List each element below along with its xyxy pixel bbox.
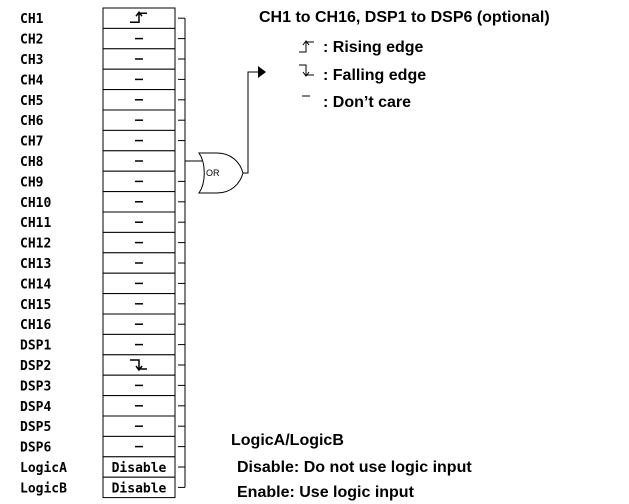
logic-note-enable: Enable: Use logic input	[237, 484, 415, 501]
channel-label: CH4	[20, 73, 44, 88]
channel-label: CH13	[20, 257, 51, 272]
output-arrow-icon	[258, 66, 266, 78]
channel-label: CH3	[20, 53, 43, 68]
channel-label: CH6	[20, 114, 44, 129]
channel-label: CH9	[20, 175, 43, 190]
or-gate	[198, 152, 244, 194]
channel-value-box	[102, 476, 176, 499]
channel-label: CH8	[20, 155, 44, 170]
channel-label: DSP4	[20, 400, 51, 415]
or-gate-label: OR	[206, 168, 220, 178]
channel-label: DSP1	[20, 339, 51, 354]
legend-rising: : Rising edge	[323, 39, 424, 56]
legend-falling: : Falling edge	[323, 67, 426, 84]
channel-label: LogicA	[20, 461, 67, 476]
logic-note-disable: Disable: Do not use logic input	[237, 459, 472, 476]
channel-label: CH1	[20, 12, 44, 27]
legend-dont-care: : Don’t care	[323, 94, 411, 111]
channel-label: DSP3	[20, 379, 51, 394]
channel-label: LogicB	[20, 481, 67, 496]
channel-label: CH15	[20, 298, 51, 313]
channel-rows: CH1CH2CH3CH4CH5CH6CH7CH8CH9CH10CH11CH12C…	[20, 7, 202, 499]
channel-label: CH11	[20, 216, 51, 231]
channel-label: CH7	[20, 135, 43, 150]
channel-state-text: Disable	[112, 481, 167, 496]
channel-label: CH5	[20, 94, 43, 109]
falling-edge-icon	[299, 64, 314, 77]
channel-label: DSP2	[20, 359, 51, 374]
channel-label: CH14	[20, 277, 51, 292]
rising-edge-icon	[299, 40, 314, 53]
logic-note-title: LogicA/LogicB	[231, 432, 344, 449]
channel-label: CH16	[20, 318, 51, 333]
channel-label: DSP6	[20, 441, 51, 456]
channel-label: CH2	[20, 33, 43, 48]
channel-state-text: Disable	[112, 461, 167, 476]
channel-label: DSP5	[20, 420, 51, 435]
channel-label: CH10	[20, 196, 51, 211]
or-output-wire	[243, 71, 258, 174]
legend-title: CH1 to CH16, DSP1 to DSP6 (optional)	[259, 9, 550, 26]
channel-label: CH12	[20, 237, 51, 252]
falling-edge-mark	[130, 359, 147, 372]
rising-edge-mark	[130, 10, 147, 23]
